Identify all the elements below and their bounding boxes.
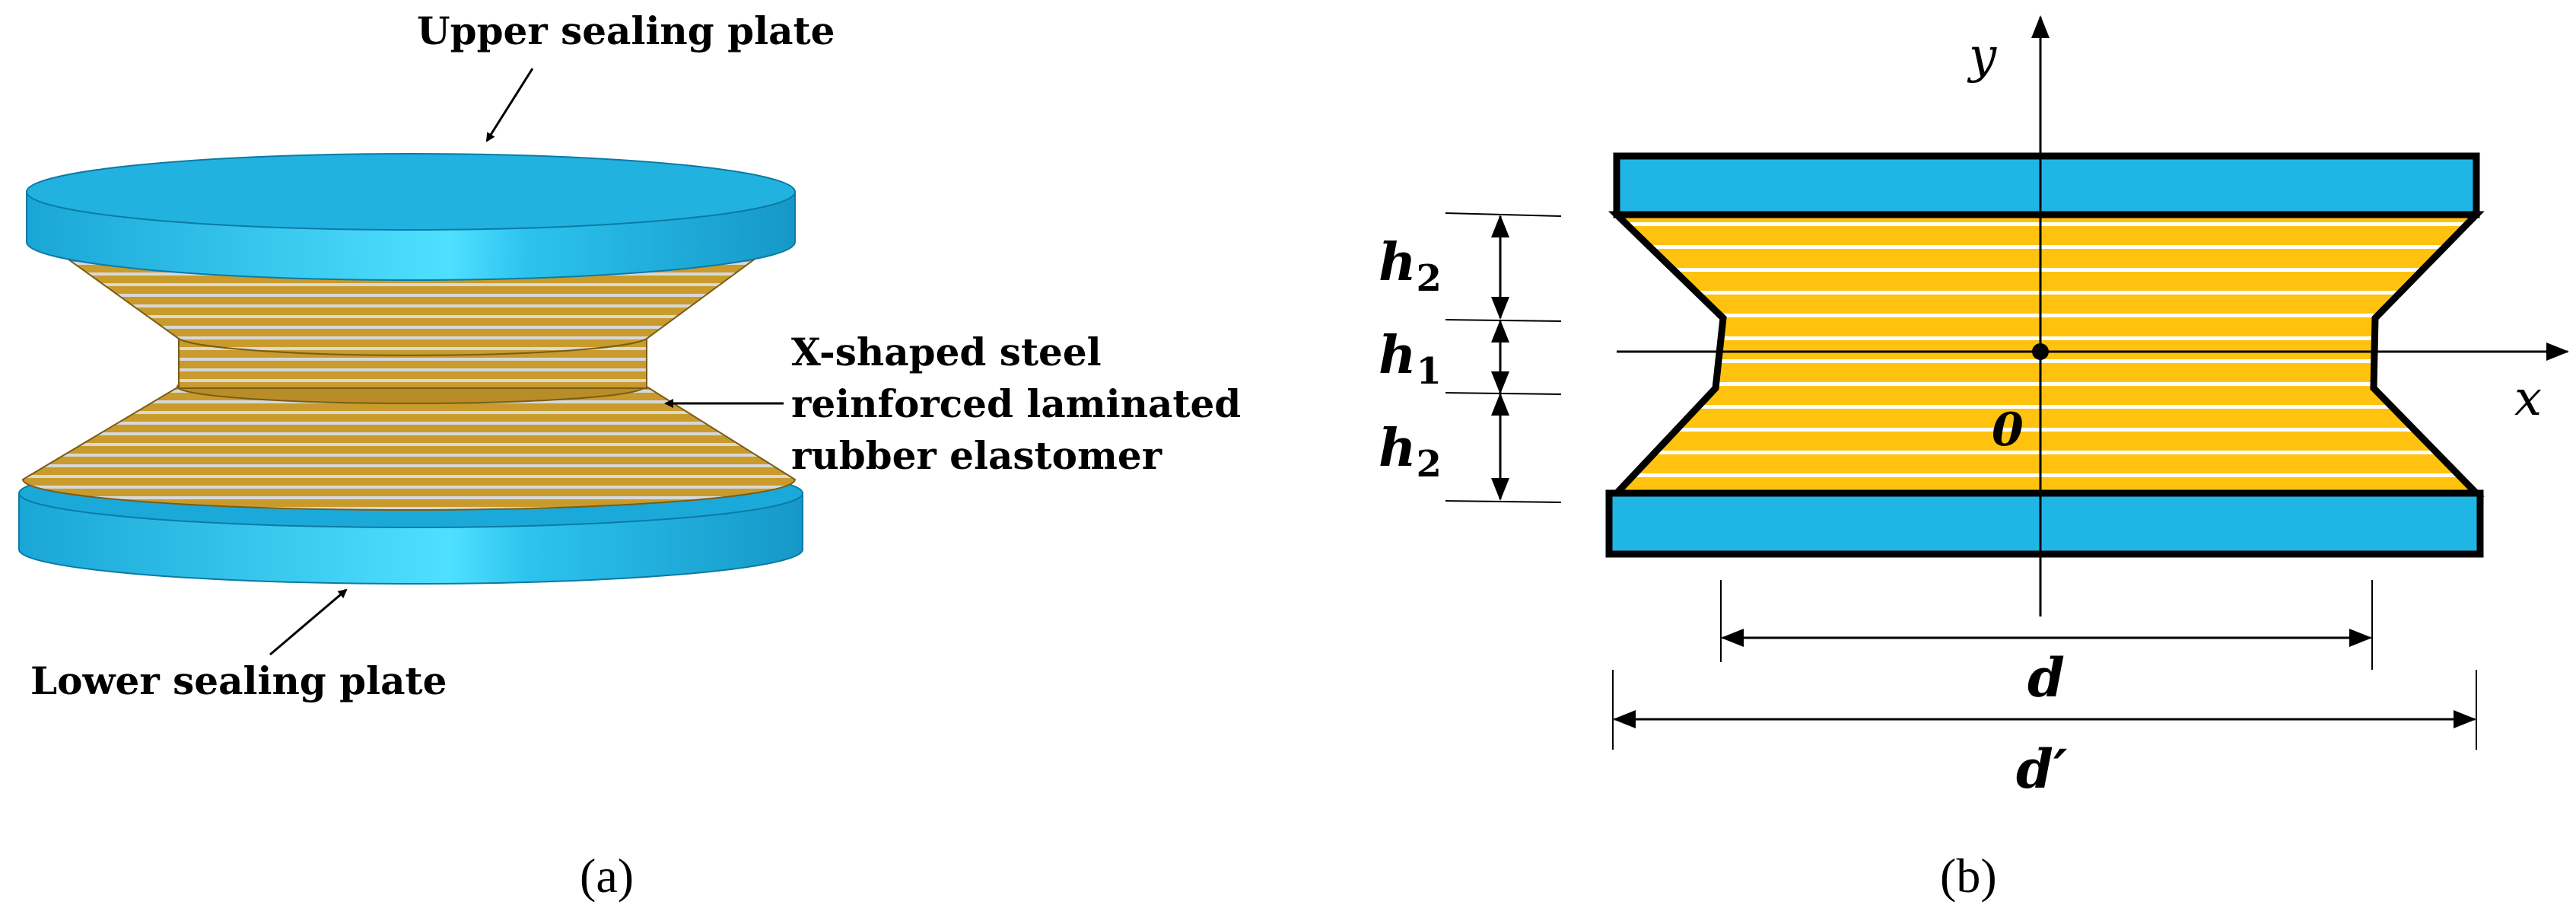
height-dimension-lines [1445, 212, 1562, 503]
upper-sealing-plate [26, 153, 796, 281]
panel-a: Upper sealing plate X-shaped steel reinf… [18, 8, 1241, 903]
d-label: d [2027, 646, 2065, 709]
lower-plate-section [1605, 489, 2484, 558]
elastomer-label-line3: rubber elastomer [791, 433, 1162, 478]
upper-plate-section [1613, 152, 2480, 218]
d-prime-label: d′ [2016, 738, 2068, 801]
y-axis-label: y [1967, 28, 1997, 84]
origin-label: 0 [1992, 403, 2024, 457]
x-axis-label: x [2514, 371, 2542, 427]
caption-b: (b) [1940, 849, 1997, 903]
lower-rubber-cone [21, 369, 797, 511]
lower-sealing-plate-label: Lower sealing plate [30, 658, 447, 703]
laminated-rubber-section [1617, 215, 2476, 493]
h2-top-label: h2 [1379, 232, 1442, 300]
h2-bottom-label: h2 [1379, 418, 1442, 486]
d-prime-dimension [1612, 670, 2477, 750]
caption-a: (a) [580, 849, 634, 903]
upper-plate-arrow [485, 68, 534, 142]
panel-b: y x 0 h2 h1 h2 d [1379, 15, 2569, 903]
elastomer-label-line2: reinforced laminated [791, 381, 1241, 426]
origin-dot [2032, 343, 2049, 360]
h1-label: h1 [1379, 325, 1442, 393]
lower-plate-arrow [269, 588, 348, 656]
d-dimension [1720, 580, 2373, 670]
upper-sealing-plate-label: Upper sealing plate [417, 8, 835, 53]
elastomer-label-line1: X-shaped steel [791, 330, 1102, 374]
